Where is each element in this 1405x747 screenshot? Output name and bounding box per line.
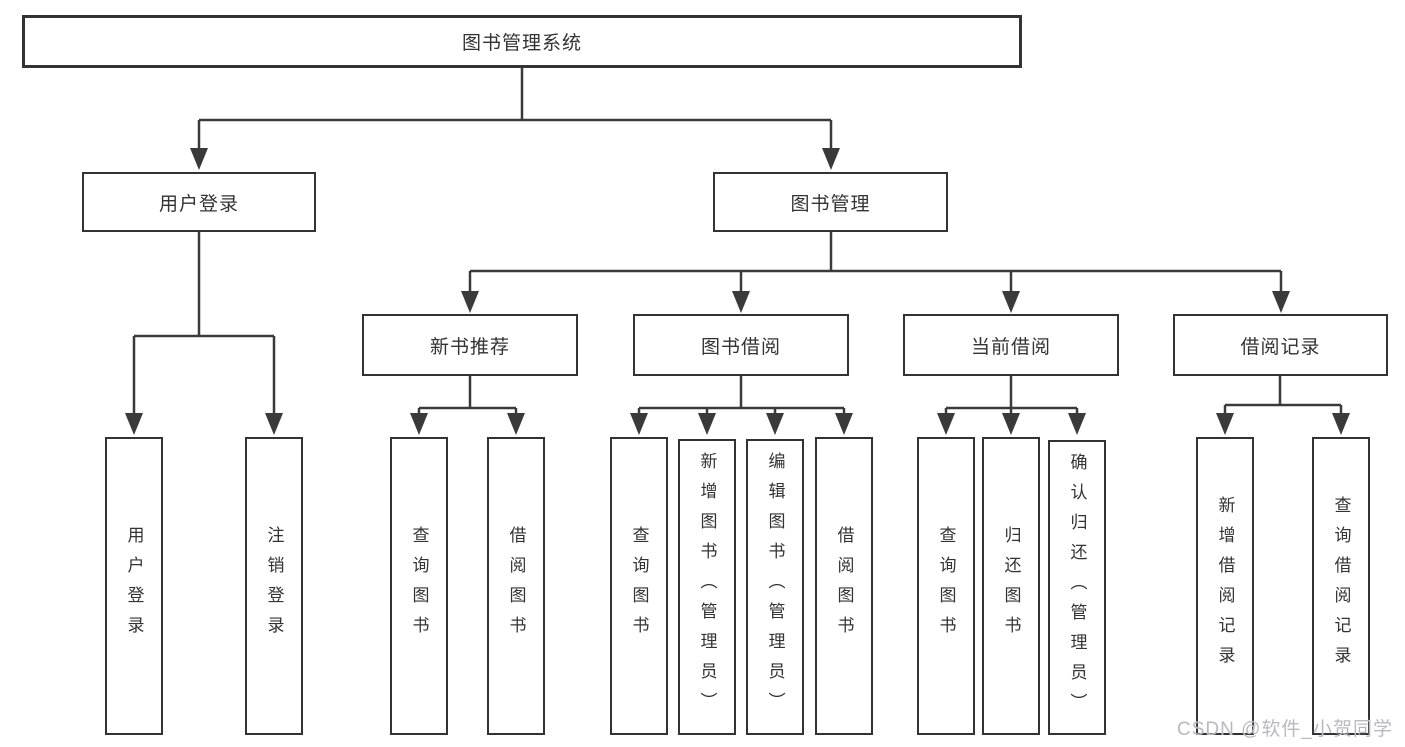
node-label: 图书管理 xyxy=(790,193,871,215)
leaf-label: 注销登录 xyxy=(264,526,284,646)
leaf-user-login: 用户登录 xyxy=(105,437,163,735)
leaf-label: 借阅图书 xyxy=(506,526,526,646)
leaf-query-books-borrowing: 查询图书 xyxy=(610,437,668,735)
csdn-watermark: CSDN @软件_小贺同学 xyxy=(1177,719,1393,740)
node-label: 借阅记录 xyxy=(1240,336,1321,358)
leaf-borrow-books-borrowing: 借阅图书 xyxy=(815,437,873,735)
leaf-label: 归还图书 xyxy=(1001,526,1021,646)
leaf-return-book: 归还图书 xyxy=(982,437,1040,735)
node-new-book-recommendation: 新书推荐 xyxy=(362,314,578,376)
leaf-label: 确认归还（管理员） xyxy=(1067,452,1087,723)
leaf-query-books-current: 查询图书 xyxy=(917,437,975,735)
leaf-add-borrow-record: 新增借阅记录 xyxy=(1196,437,1254,735)
leaf-label: 查询图书 xyxy=(409,526,429,646)
leaf-label: 借阅图书 xyxy=(834,526,854,646)
leaf-label: 查询图书 xyxy=(936,526,956,646)
node-user-login: 用户登录 xyxy=(82,172,316,232)
node-label: 新书推荐 xyxy=(429,336,510,358)
leaf-borrow-books-recommend: 借阅图书 xyxy=(487,437,545,735)
node-current-borrowing: 当前借阅 xyxy=(903,314,1119,376)
leaf-query-borrow-record: 查询借阅记录 xyxy=(1312,437,1370,735)
leaf-label: 查询图书 xyxy=(629,526,649,646)
node-library-management-system: 图书管理系统 xyxy=(22,15,1022,68)
node-label: 图书借阅 xyxy=(700,336,781,358)
node-label: 图书管理系统 xyxy=(461,33,582,54)
leaf-query-books-recommend: 查询图书 xyxy=(390,437,448,735)
leaf-label: 编辑图书（管理员） xyxy=(765,452,785,722)
node-borrowing-records: 借阅记录 xyxy=(1173,314,1388,376)
leaf-label: 新增图书（管理员） xyxy=(697,452,717,722)
node-book-borrowing: 图书借阅 xyxy=(633,314,849,376)
leaf-logout-login: 注销登录 xyxy=(245,437,303,735)
leaf-label: 用户登录 xyxy=(124,526,144,646)
leaf-label: 查询借阅记录 xyxy=(1331,496,1351,676)
leaf-label: 新增借阅记录 xyxy=(1215,496,1235,676)
leaf-add-book-admin: 新增图书（管理员） xyxy=(678,439,736,735)
node-label: 当前借阅 xyxy=(970,336,1051,358)
leaf-confirm-return-admin: 确认归还（管理员） xyxy=(1048,440,1106,735)
leaf-edit-book-admin: 编辑图书（管理员） xyxy=(746,439,804,735)
node-book-management: 图书管理 xyxy=(713,172,948,232)
node-label: 用户登录 xyxy=(158,193,239,215)
